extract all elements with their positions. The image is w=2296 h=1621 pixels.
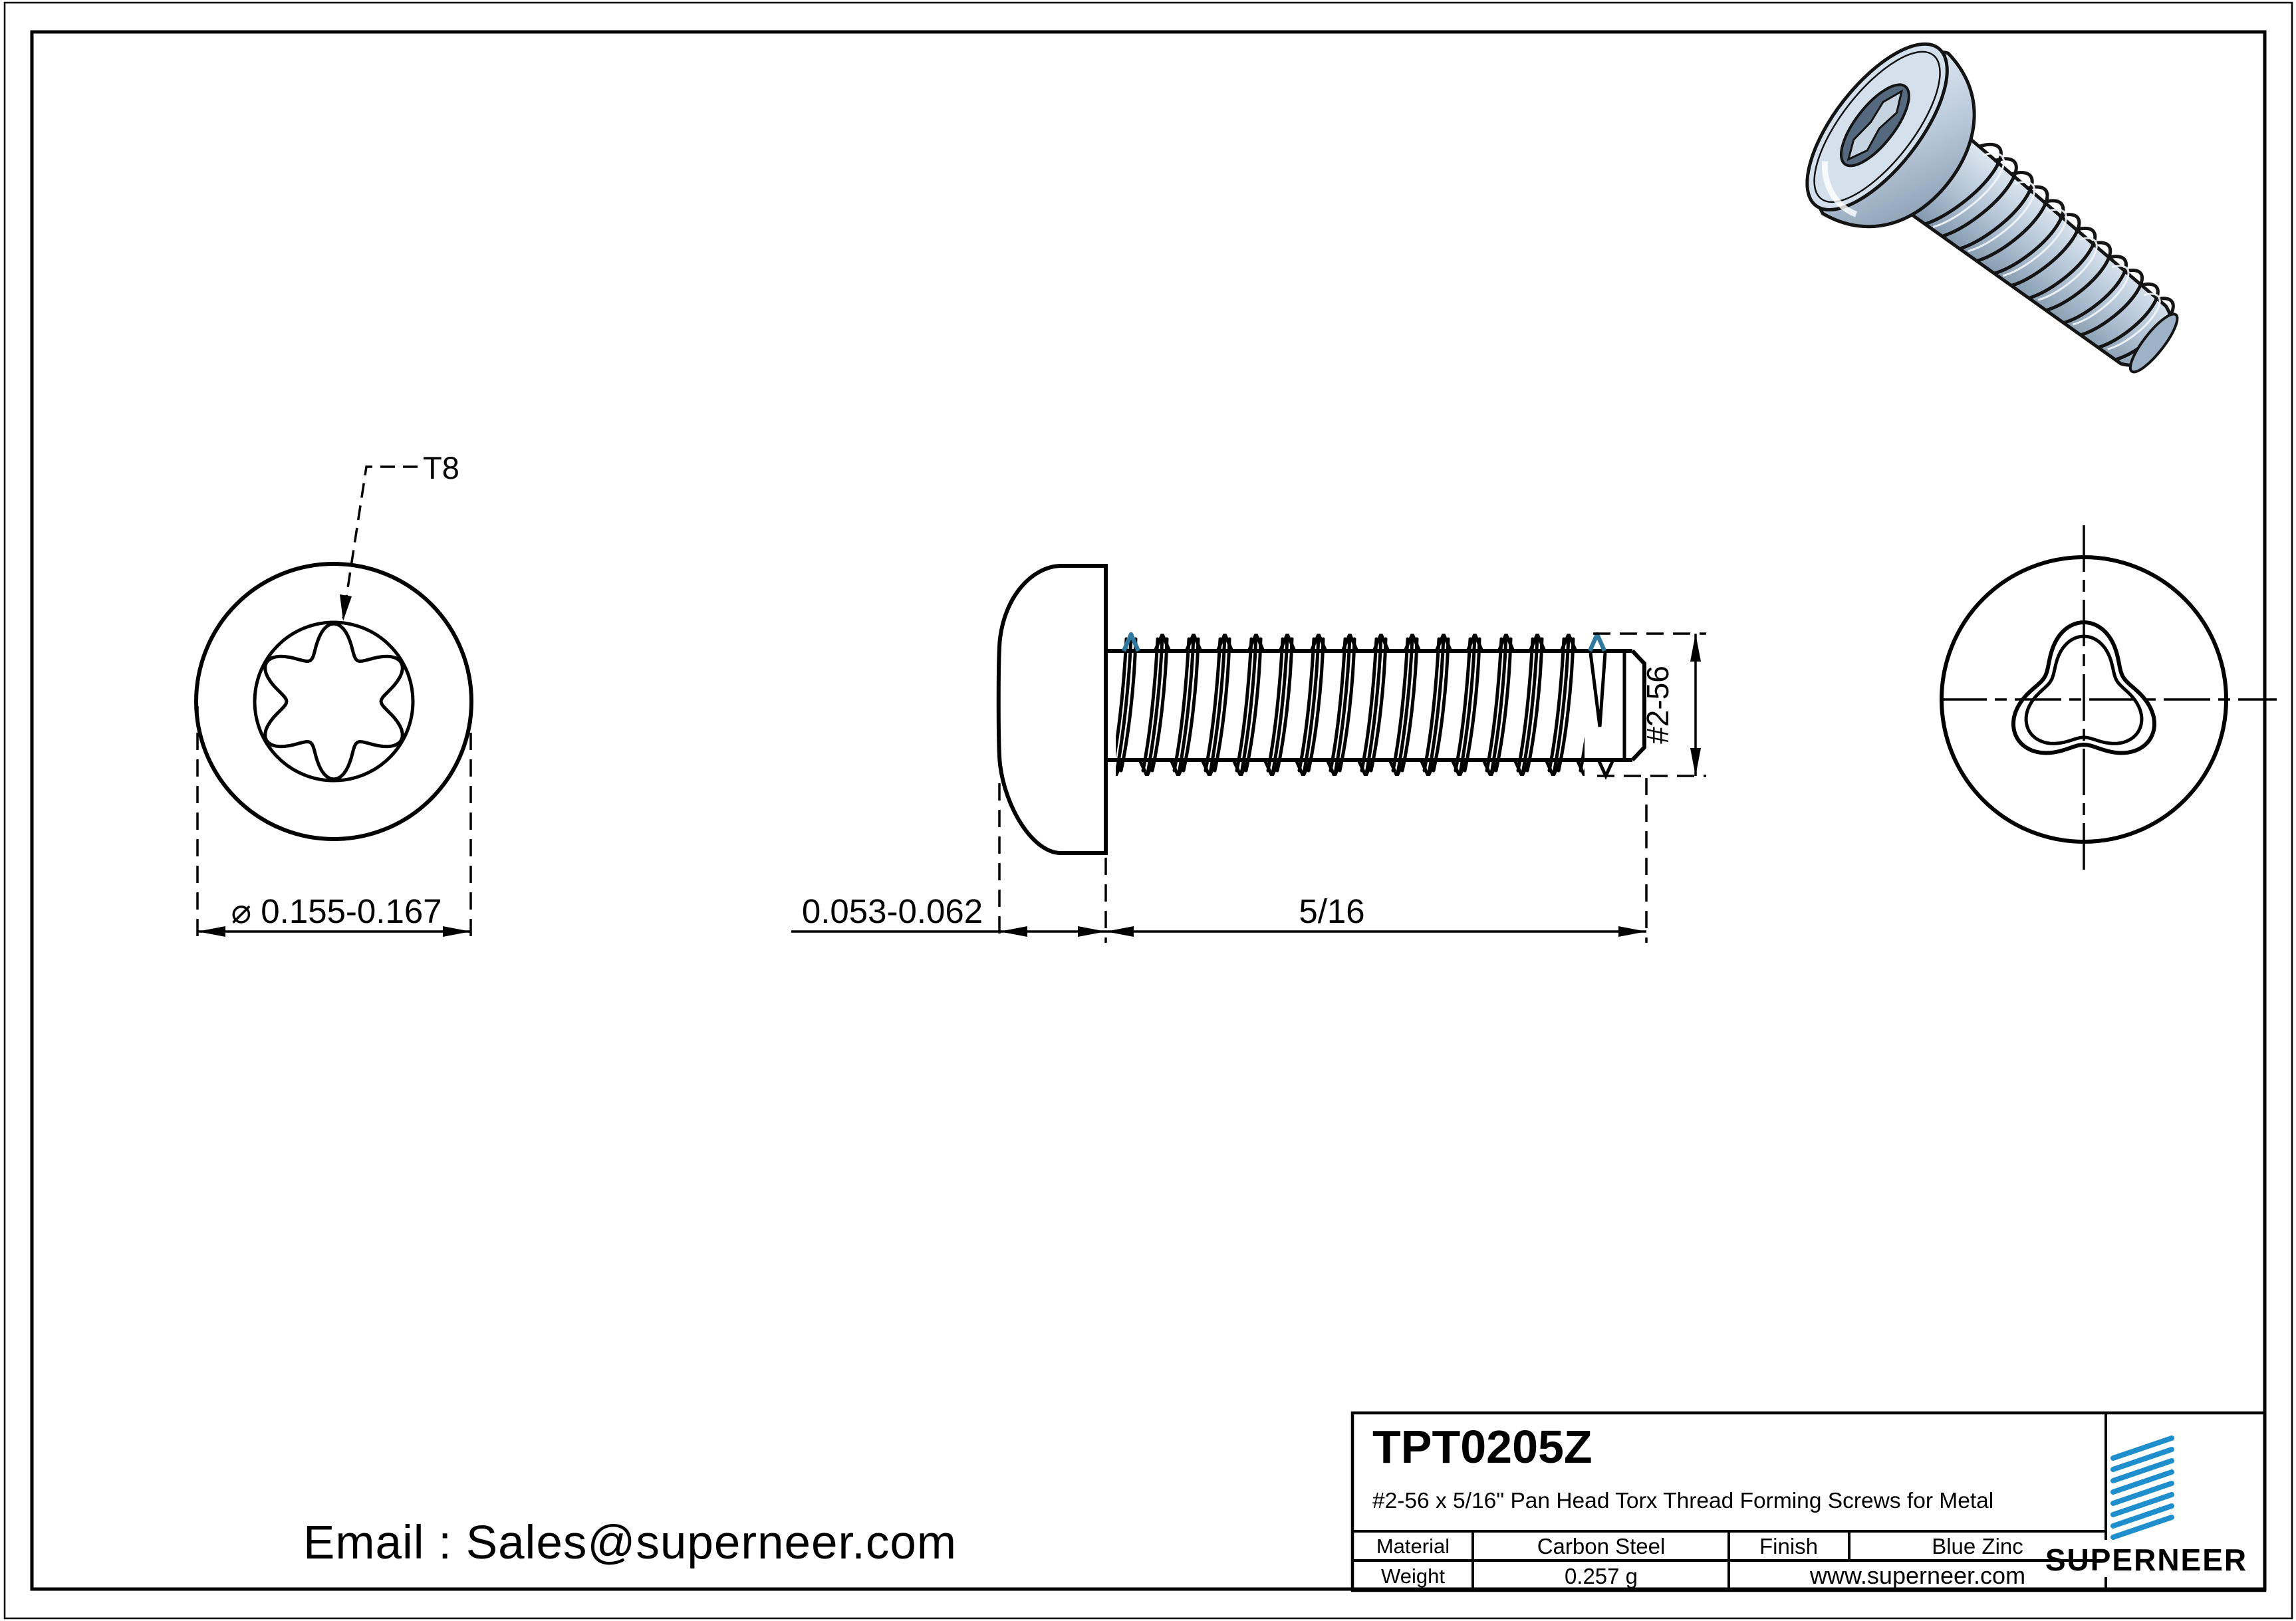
material-label: Material: [1376, 1535, 1450, 1558]
side-view: #2-56 0.053-0.062 5/16: [791, 564, 1706, 943]
head-height-arrow-right: [1078, 926, 1106, 937]
title-block-frame: [1350, 1411, 2267, 1592]
head-diameter-extensions: [196, 706, 472, 943]
drive-size-label: T8: [423, 450, 459, 485]
finish-label: Finish: [1759, 1534, 1818, 1559]
weight-value: 0.257 g: [1565, 1564, 1638, 1588]
head-outline-circle: [194, 562, 473, 841]
brand-name: SUPERNEER: [2045, 1543, 2247, 1577]
website-link[interactable]: www.superneer.com: [1809, 1562, 2025, 1589]
thread-ridges-3d: [1924, 142, 2175, 362]
title-block-grid: [1352, 1413, 2107, 1590]
head-height-arrow-left: [999, 926, 1027, 937]
head-height-label: 0.053-0.062: [802, 892, 983, 930]
head-profile: [996, 564, 1108, 855]
t8-leader-line: [342, 465, 418, 619]
dim-arrow-right: [443, 926, 471, 937]
iso-3d-view: [1805, 42, 2179, 374]
title-block: TPT0205Z #2-56 x 5/16" Pan Head Torx Thr…: [1350, 1411, 2267, 1592]
head-rim-line-3d: [1813, 51, 1941, 203]
email-line: Email : Sales@superneer.com: [303, 1517, 957, 1569]
head-diameter-label: ⌀ 0.155-0.167: [231, 892, 442, 930]
thread-length-label: 5/16: [1299, 892, 1364, 930]
length-arrow-right: [1618, 926, 1646, 937]
dim-arrow-down: [1690, 748, 1701, 776]
dim-arrow-left: [197, 926, 225, 937]
thread-size-label: #2-56: [1640, 666, 1675, 744]
outer-border: [3, 1, 2293, 1620]
last-bottom-crest: [1596, 759, 1615, 781]
head-specular-highlight: [1821, 161, 1858, 217]
part-number: TPT0205Z: [1372, 1421, 1593, 1473]
front-view: T8 ⌀ 0.155-0.167: [194, 450, 473, 943]
center-lines: [1940, 525, 2277, 876]
torx-star-outline: [263, 622, 404, 781]
bottom-dim-lines: [791, 778, 1648, 943]
finish-value: Blue Zinc: [1932, 1534, 2023, 1559]
trilobular-outer: [2011, 620, 2157, 755]
thread-highlights-3d: [1932, 152, 2161, 350]
thread-pattern: [1116, 634, 1585, 776]
dim-arrow-up: [1690, 634, 1701, 662]
superneer-logo-stripes: [2110, 1435, 2174, 1540]
torx-facets-3d: [1847, 89, 1904, 162]
inner-border: [30, 30, 2267, 1591]
length-arrow-left: [1106, 926, 1134, 937]
material-value: Carbon Steel: [1537, 1534, 1666, 1559]
rear-view: [1940, 525, 2277, 876]
part-description: #2-56 x 5/16" Pan Head Torx Thread Formi…: [1372, 1489, 1993, 1513]
screw-tip-3d: [2128, 312, 2179, 374]
weight-label: Weight: [1381, 1564, 1445, 1588]
t8-leader-arrow: [340, 594, 352, 621]
shaft-outline: [1106, 649, 1646, 762]
thread-runout: [1589, 652, 1607, 727]
trilobular-inner: [2024, 634, 2144, 745]
